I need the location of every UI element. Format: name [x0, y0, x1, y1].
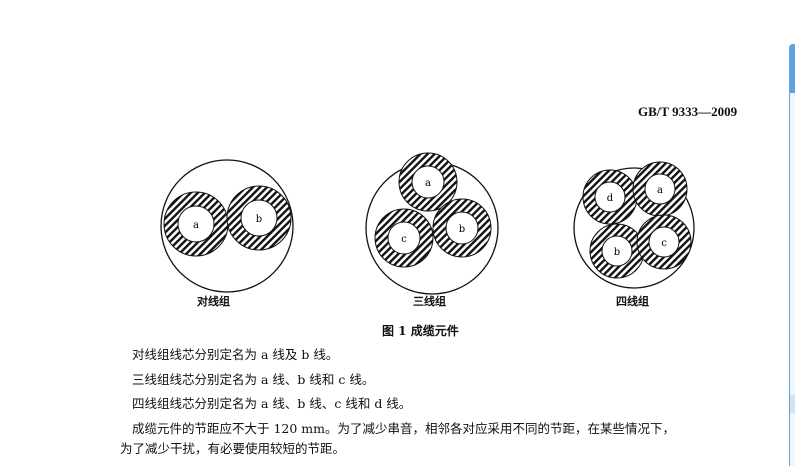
cable-elements-figure: a b a c b d a b c: [160, 152, 695, 295]
svg-text:d: d: [607, 193, 614, 204]
wire-b: b: [589, 223, 645, 279]
wire-a: a: [398, 152, 458, 212]
svg-text:a: a: [657, 185, 663, 196]
svg-text:c: c: [661, 238, 667, 249]
svg-text:b: b: [614, 247, 620, 258]
wire-a: a: [163, 191, 229, 257]
paragraph: 三线组线芯分别定名为 a 线、b 线和 c 线。: [132, 372, 375, 387]
wire-b: b: [226, 185, 292, 251]
quad-label: 四线组: [616, 295, 649, 308]
wire-c: c: [374, 208, 434, 268]
triple-label: 三线组: [413, 295, 446, 308]
wire-label: a: [193, 220, 199, 231]
standard-number: GB/T 9333—2009: [638, 104, 738, 119]
figure-caption: 图 1 成缆元件: [382, 324, 459, 338]
svg-text:a: a: [425, 178, 431, 189]
paragraph: 为了减少干扰，有必要使用较短的节距。: [120, 441, 346, 456]
paragraph: 四线组线芯分别定名为 a 线、b 线、c 线和 d 线。: [132, 396, 412, 411]
pair-label: 对线组: [197, 295, 230, 308]
scrollbar-thumb[interactable]: [790, 45, 795, 93]
pair-diagram: a b: [160, 159, 294, 293]
quad-diagram: d a b c: [573, 161, 695, 289]
scrollbar-marker: [790, 395, 795, 413]
svg-text:b: b: [459, 224, 465, 235]
paragraph: 对线组线芯分别定名为 a 线及 b 线。: [132, 347, 339, 362]
triple-diagram: a c b: [365, 152, 499, 295]
scrollbar[interactable]: [789, 44, 795, 466]
wire-a: a: [632, 161, 688, 217]
wire-c: c: [636, 214, 692, 270]
wire-label: b: [256, 214, 262, 225]
wire-b: b: [432, 198, 492, 258]
wire-d: d: [582, 169, 638, 225]
paragraph: 成缆元件的节距应不大于 120 mm。为了减少串音，相邻各对应采用不同的节距，在…: [132, 421, 676, 436]
svg-text:c: c: [401, 234, 407, 245]
